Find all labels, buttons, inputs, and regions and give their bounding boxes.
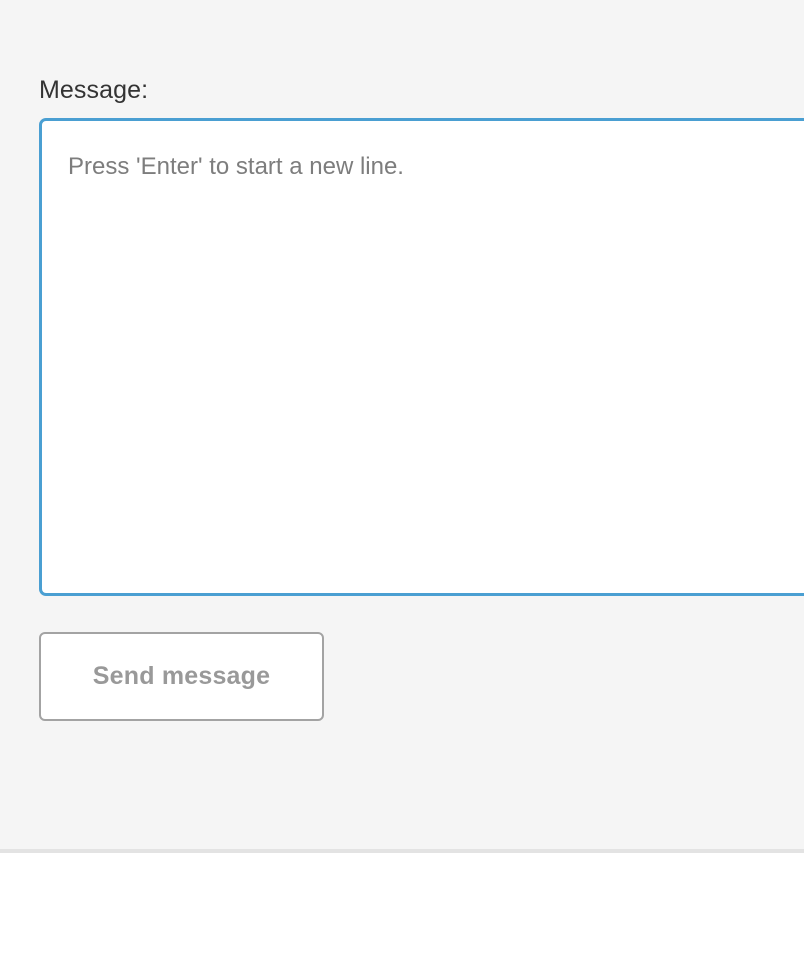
send-message-button-label: Send message — [92, 662, 271, 690]
message-input[interactable] — [39, 118, 804, 596]
panel-divider — [0, 849, 804, 853]
page-lower-area — [0, 853, 804, 980]
send-message-button[interactable]: Send message — [39, 632, 324, 721]
message-composer-panel: Message: Send message — [39, 76, 804, 721]
message-label: Message: — [39, 76, 149, 104]
